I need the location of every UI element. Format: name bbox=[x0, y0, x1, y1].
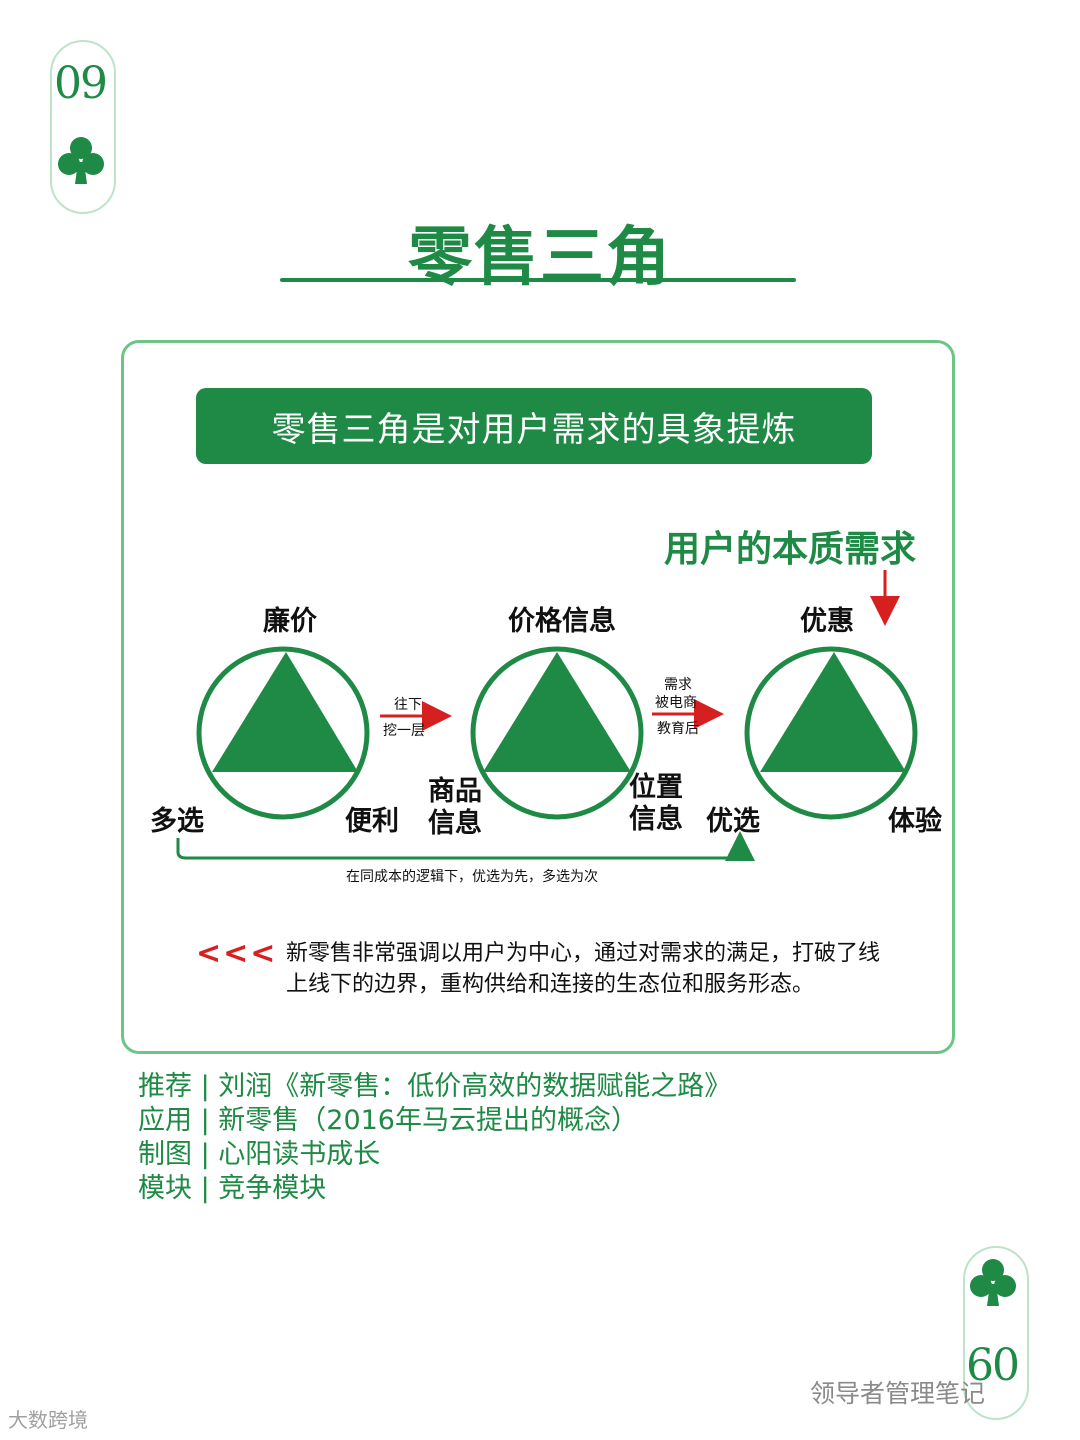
content-panel bbox=[121, 340, 955, 1054]
title-underline bbox=[280, 278, 796, 282]
diagram-note: 在同成本的逻辑下，优选为先，多选为次 bbox=[346, 869, 598, 885]
card-number-bottom: 60 bbox=[966, 1340, 1020, 1391]
essence-label: 用户的本质需求 bbox=[664, 529, 917, 570]
arrow2-caption-1: 需求 bbox=[664, 677, 692, 693]
triangle3-right-label: 体验 bbox=[888, 806, 942, 837]
triangle3-left-label: 优选 bbox=[706, 806, 760, 837]
triangle1-right-label: 便利 bbox=[345, 806, 399, 837]
arrow2-caption-2: 被电商 bbox=[655, 695, 697, 711]
meta-application: 应用 | 新零售（2016年马云提出的概念） bbox=[138, 1105, 638, 1136]
triangle1-top-label: 廉价 bbox=[263, 606, 317, 637]
triangle2-left-label: 商品 信息 bbox=[428, 776, 482, 839]
watermark-right: 领导者管理笔记 bbox=[810, 1379, 986, 1408]
triangle3-top-label: 优惠 bbox=[800, 606, 854, 637]
banner: 零售三角是对用户需求的具象提炼 bbox=[196, 388, 872, 464]
triangle2-right-label: 位置 信息 bbox=[629, 772, 683, 835]
triangle1-circle bbox=[196, 646, 370, 820]
watermark-left: 大数跨境 bbox=[8, 1408, 88, 1432]
meta-recommend: 推荐 | 刘润《新零售：低价高效的数据赋能之路》 bbox=[138, 1071, 732, 1102]
priority-bracket bbox=[176, 831, 755, 861]
meta-module: 模块 | 竞争模块 bbox=[138, 1173, 327, 1204]
triangle2-shape bbox=[483, 652, 631, 772]
quote-marker: <<< bbox=[196, 936, 278, 971]
arrow1-caption-top: 往下 bbox=[394, 697, 422, 713]
arrow1-caption-bottom: 挖一层 bbox=[383, 723, 425, 739]
card-number-top: 09 bbox=[54, 58, 108, 109]
meta-drawn-by: 制图 | 心阳读书成长 bbox=[138, 1139, 381, 1170]
arrow2-caption-3: 教育后 bbox=[657, 721, 699, 737]
club-icon bbox=[970, 1259, 1016, 1306]
page-title: 零售三角 bbox=[408, 221, 672, 295]
triangle3-circle bbox=[744, 646, 918, 820]
card-tab-top bbox=[50, 40, 116, 214]
meta-list: 推荐 | 刘润《新零售：低价高效的数据赋能之路》 应用 | 新零售（2016年马… bbox=[138, 1070, 731, 1206]
club-icon bbox=[58, 137, 104, 184]
triangle1-left-label: 多选 bbox=[150, 806, 204, 837]
triangle2-circle bbox=[470, 646, 644, 820]
card-tab-bottom bbox=[963, 1246, 1029, 1420]
triangle2-top-label: 价格信息 bbox=[508, 606, 616, 637]
triangle1-shape bbox=[212, 652, 358, 772]
triangle3-shape bbox=[760, 652, 906, 772]
quote-text: 新零售非常强调以用户为中心，通过对需求的满足，打破了线上线下的边界，重构供给和连… bbox=[286, 941, 881, 997]
